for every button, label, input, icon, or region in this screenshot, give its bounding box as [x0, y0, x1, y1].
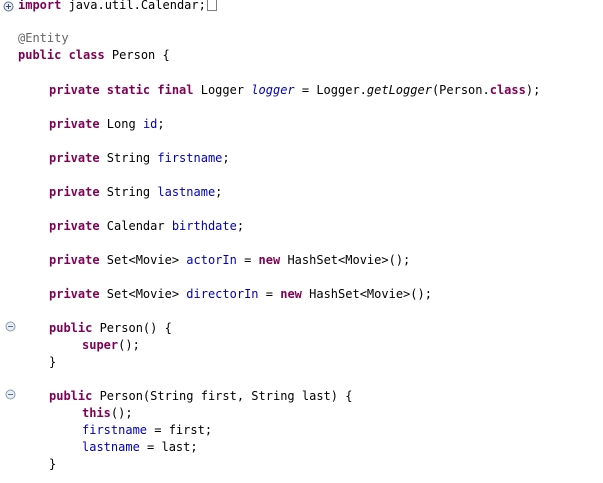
keyword: import — [18, 0, 62, 12]
type: Set<Movie> — [99, 287, 187, 301]
type: Long — [99, 117, 143, 131]
code-text: ; — [215, 185, 223, 199]
keyword: super — [82, 338, 119, 352]
code-line-constructor[interactable]: public Person(String first, String last)… — [49, 388, 352, 404]
import-path: java.util.Calendar; — [61, 0, 206, 12]
type: Calendar — [99, 219, 172, 233]
field-name: firstname — [82, 423, 148, 437]
code-text: Person() { — [92, 321, 172, 335]
code-line-assign-firstname[interactable]: firstname = first; — [82, 422, 212, 438]
code-line-annotation[interactable]: @Entity — [18, 31, 69, 45]
code-line-assign-lastname[interactable]: lastname = last; — [82, 439, 198, 455]
field-name: lastname — [82, 440, 140, 454]
keyword: private — [49, 287, 100, 301]
code-text: = — [258, 287, 281, 301]
code-line-field-firstname[interactable]: private String firstname; — [49, 150, 230, 166]
keyword: private — [49, 117, 100, 131]
keyword: public class — [18, 48, 105, 62]
code-text: HashSet<Movie>(); — [280, 253, 411, 267]
code-text: = Logger. — [294, 83, 367, 97]
code-text: = — [236, 253, 259, 267]
expand-imports-icon[interactable] — [3, 1, 14, 12]
code-line-logger[interactable]: private static final Logger logger = Log… — [49, 82, 540, 98]
class-name: Person { — [104, 48, 170, 62]
code-line-import[interactable]: import java.util.Calendar; — [18, 0, 217, 13]
field-name: firstname — [157, 151, 223, 165]
keyword: private — [49, 253, 100, 267]
code-text: ; — [157, 117, 165, 131]
type: Set<Movie> — [99, 253, 187, 267]
code-text: ; — [236, 219, 245, 233]
keyword: private static final — [49, 83, 194, 97]
code-text: = last; — [139, 440, 198, 454]
field-name: id — [142, 117, 158, 131]
collapse-constructor-icon[interactable] — [5, 321, 16, 332]
type: String — [99, 151, 158, 165]
code-line-this-call[interactable]: this(); — [82, 405, 133, 421]
keyword: new — [258, 253, 281, 267]
keyword: private — [49, 185, 100, 199]
keyword: private — [49, 151, 100, 165]
field-name: actorIn — [186, 253, 237, 267]
code-line-super-call[interactable]: super(); — [82, 337, 140, 353]
type: String — [99, 185, 158, 199]
field-name: lastname — [157, 185, 216, 199]
keyword: new — [280, 287, 302, 301]
folded-block-icon[interactable] — [206, 0, 217, 11]
code-text: (Person. — [431, 83, 490, 97]
code-line-close-brace[interactable]: } — [49, 457, 57, 471]
code-text: Person(String first, String last) { — [92, 389, 353, 403]
keyword: class — [489, 83, 526, 97]
method-name: getLogger — [366, 83, 432, 97]
field-name: logger — [251, 83, 295, 97]
code-text: HashSet<Movie>(); — [301, 287, 432, 301]
collapse-constructor-icon[interactable] — [5, 389, 16, 400]
keyword: this — [82, 406, 111, 420]
code-text: (); — [118, 338, 140, 352]
code-line-field-lastname[interactable]: private String lastname; — [49, 184, 222, 200]
code-line-class-declaration[interactable]: public class Person { — [18, 47, 170, 63]
code-text: (); — [110, 406, 133, 420]
code-line-close-brace[interactable]: } — [49, 355, 57, 369]
code-line-field-directorin[interactable]: private Set<Movie> directorIn = new Hash… — [49, 286, 432, 302]
code-line-constructor[interactable]: public Person() { — [49, 320, 172, 336]
code-line-field-birthdate[interactable]: private Calendar birthdate; — [49, 218, 244, 234]
code-text: ); — [525, 83, 541, 97]
type: Logger — [193, 83, 252, 97]
field-name: directorIn — [186, 287, 259, 301]
code-text: ; — [222, 151, 230, 165]
field-name: birthdate — [171, 219, 237, 233]
keyword: private — [49, 219, 100, 233]
code-line-field-actorin[interactable]: private Set<Movie> actorIn = new HashSet… — [49, 252, 410, 268]
code-line-field-id[interactable]: private Long id; — [49, 116, 165, 132]
code-text: = first; — [147, 423, 213, 437]
keyword: public — [49, 389, 93, 403]
keyword: public — [49, 321, 93, 335]
